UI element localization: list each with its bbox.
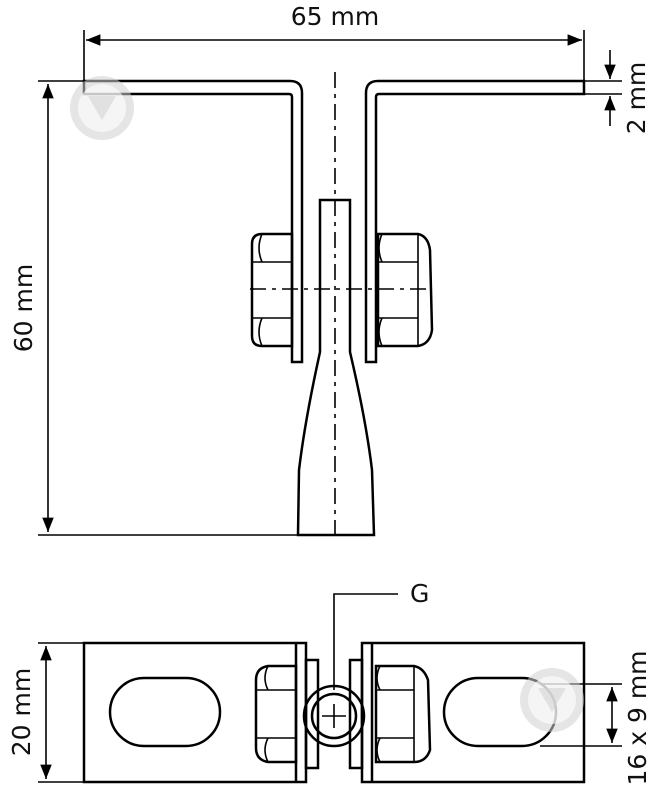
right-hex-nut [376, 232, 434, 348]
thickness-dimension-label: 2 mm [622, 62, 651, 135]
center-tab [296, 198, 376, 537]
left-angle-bracket [82, 79, 304, 364]
base-width-dimension-label: 20 mm [7, 668, 36, 756]
watermark-icon [70, 76, 134, 140]
g-leader-line [333, 593, 398, 690]
watermark-icon [520, 668, 584, 732]
g-label: G [410, 579, 429, 608]
left-hex-nut-top [254, 664, 298, 764]
left-washer [304, 658, 320, 770]
width-dimension-label: 65 mm [291, 2, 379, 31]
height-dimension-label: 60 mm [9, 264, 38, 352]
right-washer [348, 658, 364, 770]
front-view: 65 mm 60 mm [9, 2, 651, 540]
slot-dimension-label: 16 x 9 mm [623, 650, 652, 785]
left-hex-nut [250, 232, 294, 348]
bolt-inner-circle [310, 692, 358, 740]
right-hex-nut-top [374, 664, 432, 764]
right-angle-bracket [364, 79, 586, 364]
left-slot [108, 676, 222, 748]
